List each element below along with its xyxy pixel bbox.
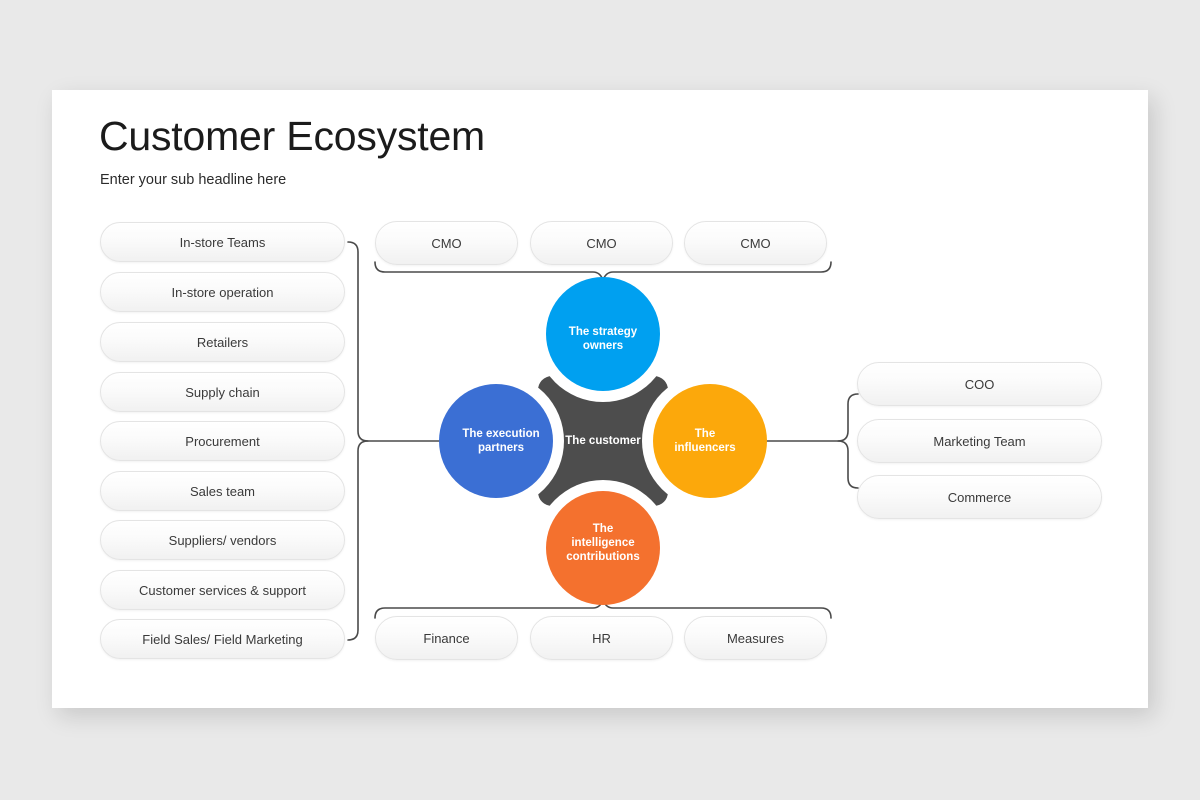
pill-suppliers-vendors[interactable]: Suppliers/ vendors <box>100 520 345 560</box>
node-circle-bottom[interactable] <box>546 491 660 605</box>
pill-in-store-teams[interactable]: In-store Teams <box>100 222 345 262</box>
ecosystem-hub: The customer The strategy owners The exe… <box>438 276 768 606</box>
pill-finance[interactable]: Finance <box>375 616 518 660</box>
node-circle-left[interactable] <box>439 384 553 498</box>
pill-label: Supply chain <box>185 384 260 400</box>
page-subtitle: Enter your sub headline here <box>100 172 287 188</box>
pill-label: In-store Teams <box>179 234 266 250</box>
pill-label: Suppliers/ vendors <box>168 532 277 548</box>
pill-cmo-3[interactable]: CMO <box>684 221 827 265</box>
node-circle-top[interactable] <box>546 277 660 391</box>
pill-label: In-store operation <box>171 284 274 300</box>
pill-customer-services-support[interactable]: Customer services & support <box>100 570 345 610</box>
pill-cmo-1[interactable]: CMO <box>375 221 518 265</box>
pill-commerce[interactable]: Commerce <box>857 475 1102 519</box>
pill-label: Sales team <box>189 483 256 499</box>
node-circle-right[interactable] <box>653 384 767 498</box>
pill-procurement[interactable]: Procurement <box>100 421 345 461</box>
pill-label: Measures <box>726 630 785 646</box>
pill-label: CMO <box>586 235 617 251</box>
right-bracket <box>837 393 859 489</box>
pill-hr[interactable]: HR <box>530 616 673 660</box>
pill-label: Marketing Team <box>933 433 1026 449</box>
pill-retailers[interactable]: Retailers <box>100 322 345 362</box>
pill-in-store-operation[interactable]: In-store operation <box>100 272 345 312</box>
pill-label: Retailers <box>196 334 249 350</box>
pill-cmo-2[interactable]: CMO <box>530 221 673 265</box>
left-bracket <box>347 241 369 641</box>
pill-field-sales-marketing[interactable]: Field Sales/ Field Marketing <box>100 619 345 659</box>
pill-label: Commerce <box>947 489 1012 505</box>
pill-sales-team[interactable]: Sales team <box>100 471 345 511</box>
pill-coo[interactable]: COO <box>857 362 1102 406</box>
pill-measures[interactable]: Measures <box>684 616 827 660</box>
pill-label: Finance <box>423 630 470 646</box>
pill-label: Procurement <box>185 433 260 449</box>
slide-card: Customer Ecosystem Enter your sub headli… <box>52 90 1148 708</box>
pill-label: COO <box>964 376 995 392</box>
pill-label: CMO <box>740 235 771 251</box>
page-title: Customer Ecosystem <box>99 113 486 159</box>
center-node-shape <box>538 376 668 506</box>
pill-marketing-team[interactable]: Marketing Team <box>857 419 1102 463</box>
pill-label: Field Sales/ Field Marketing <box>142 631 303 647</box>
pill-label: HR <box>592 630 611 646</box>
pill-supply-chain[interactable]: Supply chain <box>100 372 345 412</box>
pill-label: Customer services & support <box>139 582 306 598</box>
pill-label: CMO <box>431 235 462 251</box>
